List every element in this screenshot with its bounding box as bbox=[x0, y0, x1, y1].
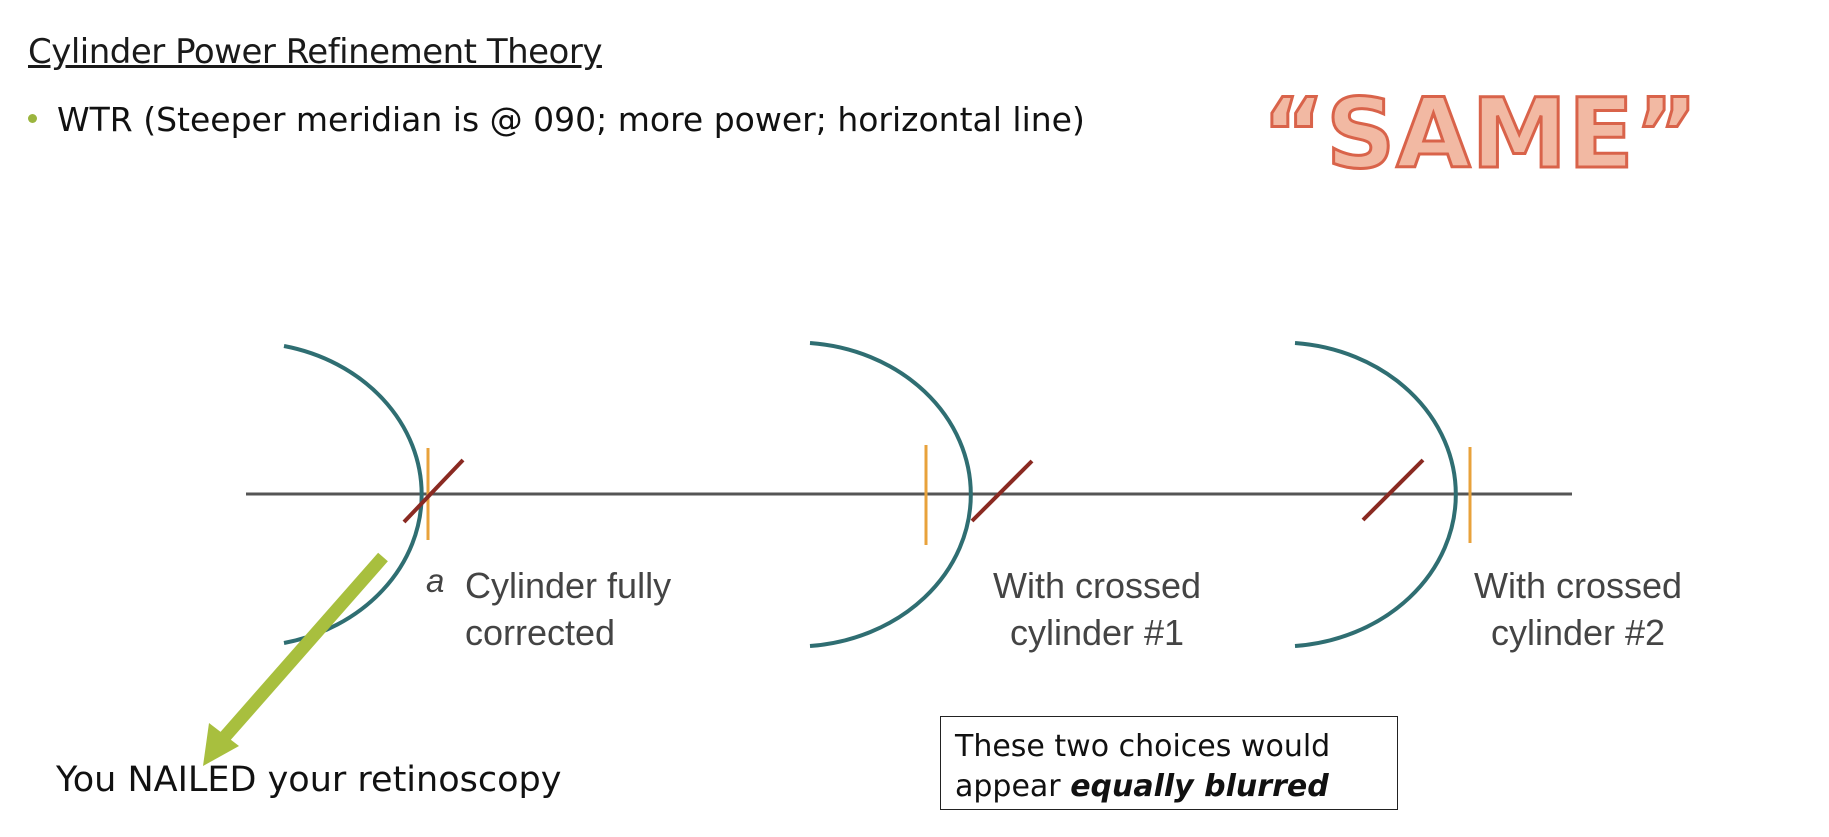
same-wordart: “SAME” bbox=[1261, 77, 1700, 192]
bullet-dot-icon bbox=[28, 114, 37, 123]
panel-a-letter: a bbox=[426, 562, 445, 599]
blur-box-line1: These two choices would bbox=[955, 729, 1331, 764]
panel-caption-a: Cylinder fully corrected bbox=[465, 562, 671, 656]
panel-caption-b: With crossed cylinder #1 bbox=[993, 562, 1201, 656]
panel-caption-b-line2: cylinder #1 bbox=[1009, 612, 1185, 653]
panel-caption-a-line1: Cylinder fully bbox=[465, 565, 672, 606]
bullet-item: WTR (Steeper meridian is @ 090; more pow… bbox=[28, 100, 1085, 139]
panel-caption-b-line1: With crossed bbox=[993, 565, 1202, 606]
panel-caption-c-line1: With crossed bbox=[1474, 565, 1683, 606]
panel-caption-c-line2: cylinder #2 bbox=[1490, 612, 1666, 653]
slide-title: Cylinder Power Refinement Theory bbox=[28, 32, 602, 72]
blur-box-prefix: appear bbox=[955, 769, 1071, 804]
retina-arc-a bbox=[283, 344, 424, 645]
pointer-arrow-shaft bbox=[217, 552, 388, 745]
panel-caption-a-line2: corrected bbox=[465, 612, 616, 653]
oblique-focal-line-c bbox=[1361, 458, 1425, 522]
retina-arc-b bbox=[809, 341, 973, 648]
retina-arc-c bbox=[1294, 341, 1458, 648]
bullet-text: WTR (Steeper meridian is @ 090; more pow… bbox=[57, 100, 1085, 139]
panel-caption-c: With crossed cylinder #2 bbox=[1474, 562, 1682, 656]
nailed-annotation: You NAILED your retinoscopy bbox=[56, 760, 562, 800]
oblique-focal-line-a bbox=[402, 458, 465, 524]
oblique-focal-line-b bbox=[970, 459, 1034, 523]
blur-box-emphasis: equally blurred bbox=[1070, 769, 1329, 804]
equally-blurred-box: These two choices would appear equally b… bbox=[940, 716, 1398, 810]
pointer-arrow-head bbox=[203, 723, 239, 766]
blur-box-line2: appear equally blurred bbox=[955, 767, 1383, 807]
